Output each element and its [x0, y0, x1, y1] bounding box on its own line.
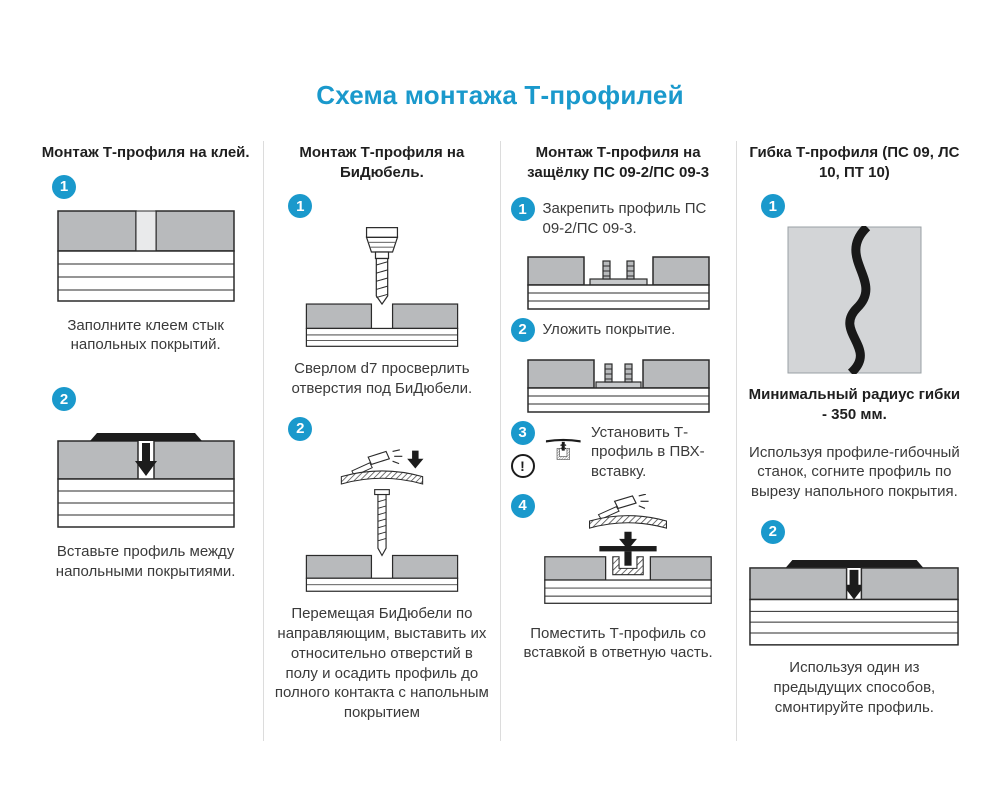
step-badge: 1 — [760, 194, 785, 218]
step-badge: 1 — [510, 197, 535, 221]
diagram-tprofile-into-insert — [545, 438, 581, 460]
column-bidowel-heading: Монтаж Т-профиля на БиДюбель. — [299, 144, 465, 181]
step-badge: 3 — [510, 420, 535, 445]
diagram-mount-profile — [749, 560, 960, 646]
diagram-bidowel-setting — [305, 448, 459, 592]
pvc-insert-icon — [611, 555, 644, 575]
down-arrow-icon — [134, 443, 157, 477]
step-caption: Используя один из предыдущих способов, с… — [773, 658, 936, 716]
column-latch-heading: Монтаж Т-профиля на защёлку ПС 09-2/ПС 0… — [527, 144, 710, 181]
column-glue-heading: Монтаж Т-профиля на клей. — [41, 144, 250, 161]
warning-icon: ! — [510, 453, 535, 478]
step-row-4: 4 — [510, 493, 726, 611]
profile-cross-section — [588, 514, 667, 529]
page-title: Схема монтажа Т-профилей — [316, 80, 684, 110]
channel-profile-icon — [595, 362, 642, 389]
step-caption: Уложить покрытие. — [542, 320, 676, 338]
diagram-floor-seam — [56, 209, 235, 302]
step-caption: Установить Т-профиль в ПВХ-вставку. — [591, 423, 705, 481]
glue-seam — [135, 210, 157, 251]
diagram-drilling — [305, 227, 459, 347]
profile-cross-section — [340, 469, 424, 485]
step-badge: 4 — [510, 493, 535, 518]
diagram-set-into-receiver — [543, 493, 712, 604]
bidowel-screw-icon — [373, 488, 390, 557]
step-badge: 2 — [760, 519, 785, 544]
columns: Монтаж Т-профиля на клей. 1 Заполните кл… — [28, 141, 972, 741]
step-badge: 2 — [288, 416, 313, 441]
column-glue: Монтаж Т-профиля на клей. 1 Заполните кл… — [28, 141, 263, 741]
step-caption: Используя профиле-гибочный станок, согни… — [749, 443, 960, 501]
step-caption: Закрепить профиль ПС 09-2/ПС 09-3. — [542, 200, 707, 237]
hammer-icon — [597, 493, 649, 520]
drill-bit-icon — [375, 257, 389, 306]
t-profile-stem-icon — [559, 441, 567, 451]
step-badge: 1 — [52, 174, 76, 199]
column-bending: Гибка Т-профиля (ПС 09, ЛС 10, ПТ 10) 1 … — [735, 141, 972, 741]
channel-profile-icon — [589, 259, 648, 286]
down-arrow-icon — [618, 531, 637, 550]
column-bending-heading: Гибка Т-профиля (ПС 09, ЛС 10, ПТ 10) — [749, 144, 960, 181]
column-latch: Монтаж Т-профиля на защёлку ПС 09-2/ПС 0… — [499, 141, 736, 741]
step-row-3: 3 ! Установить Т-профиль в ПВХ-вставку. — [510, 420, 726, 485]
diagram-covering-laid — [526, 358, 710, 413]
t-profile-stem-icon — [623, 550, 632, 566]
step-caption: Заполните клеем стык напольных покрытий. — [67, 316, 224, 354]
column-bidowel: Монтаж Т-профиля на БиДюбель. 1 — [263, 141, 499, 741]
t-profile-cap-icon — [89, 433, 202, 442]
drill-icon — [365, 227, 399, 306]
step-row-1: 1 Закрепить профиль ПС 09-2/ПС 09-3. — [510, 197, 726, 239]
step-caption: Поместить Т-профиль со вставкой в ответн… — [523, 624, 713, 662]
step-badge: 1 — [288, 194, 313, 218]
t-profile-cap-icon — [545, 438, 581, 443]
step-caption: Сверлом d7 просверлить отверстия под БиД… — [291, 359, 473, 397]
diagram-bent-profile — [787, 226, 922, 374]
step-row-2: 2 Уложить покрытие. — [510, 317, 726, 342]
badge-warning-group: 3 ! — [510, 420, 535, 478]
diagram-tprofile-insert — [56, 433, 235, 528]
step-caption-bold: Минимальный радиус гибки - 350 мм. — [748, 386, 961, 423]
step-badge: 2 — [510, 317, 535, 342]
step-caption: Вставьте профиль между напольными покрыт… — [55, 543, 236, 580]
hammer-icon — [351, 448, 403, 476]
down-arrow-icon — [407, 450, 424, 469]
step-badge: 2 — [52, 387, 76, 412]
t-profile-cap-icon — [785, 560, 924, 568]
step-caption: Перемещая БиДюбели по направляющим, выст… — [274, 605, 489, 722]
t-profile-cap-icon — [598, 545, 657, 551]
curved-profile-cutout — [845, 226, 871, 374]
diagram-base-profile-fixed — [526, 255, 710, 310]
pvc-insert-icon — [556, 447, 570, 460]
